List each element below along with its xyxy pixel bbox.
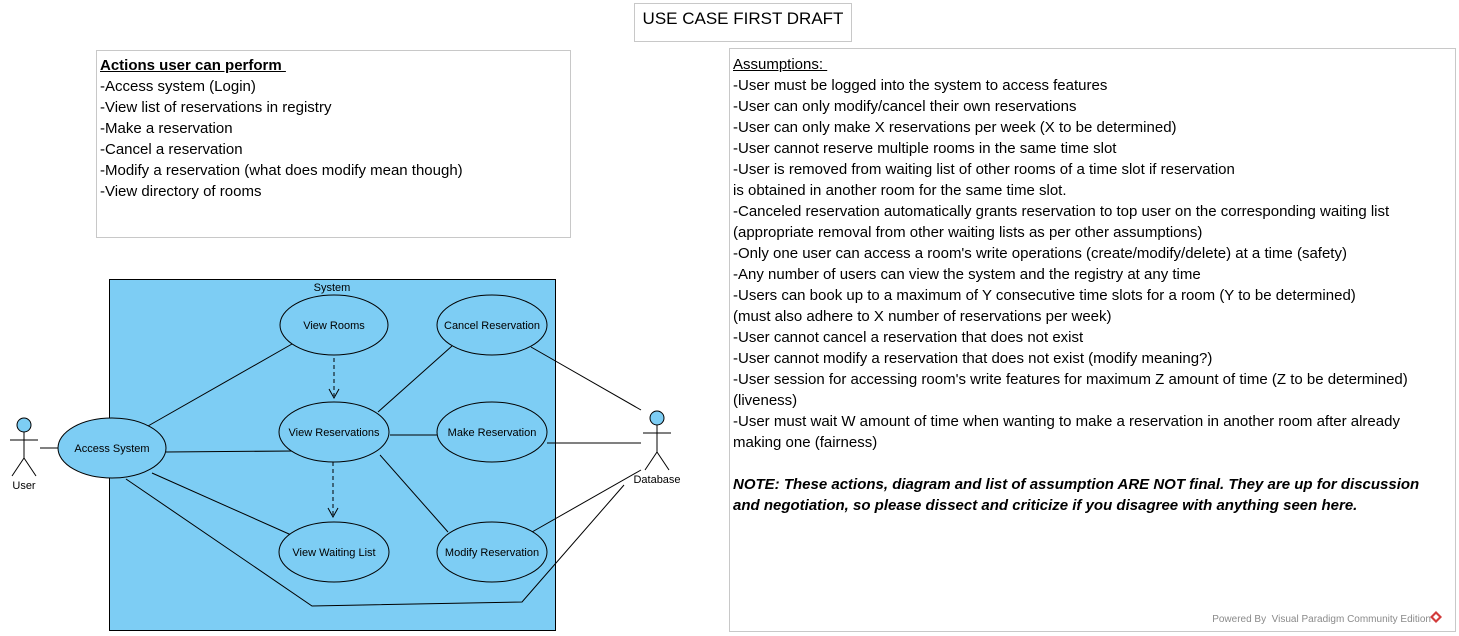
- action-item: -View directory of rooms: [100, 183, 262, 200]
- diagram-title: USE CASE FIRST DRAFT: [634, 3, 852, 42]
- action-item: -Access system (Login): [100, 78, 256, 95]
- assumption-item: -User is removed from waiting list of ot…: [733, 161, 1235, 178]
- actor-database-label: Database: [633, 474, 680, 486]
- assumption-item: -User can only modify/cancel their own r…: [733, 98, 1077, 115]
- svg-text:View Waiting List: View Waiting List: [292, 547, 375, 559]
- actions-header: Actions user can perform: [100, 57, 286, 74]
- assumption-item: -User can only make X reservations per w…: [733, 119, 1177, 136]
- use-case-diagram: System Access System View Rooms View Res…: [10, 279, 681, 631]
- disclaimer-note: NOTE: These actions, diagram and list of…: [733, 476, 1420, 514]
- include-arrows: [327, 358, 340, 519]
- action-item: -Cancel a reservation: [100, 141, 243, 158]
- actor-user-icon: [16, 417, 32, 433]
- assumption-item: -User cannot modify a reservation that d…: [733, 350, 1213, 367]
- assumption-item: -User must wait W amount of time when wa…: [733, 413, 1400, 430]
- usecase-view-rooms[interactable]: View Rooms: [279, 294, 389, 356]
- actor-user[interactable]: [10, 417, 38, 477]
- svg-text:Access System: Access System: [74, 443, 149, 455]
- usecase-cancel-reservation[interactable]: Cancel Reservation: [436, 294, 548, 356]
- assumption-item: -User must be logged into the system to …: [733, 77, 1108, 94]
- assumption-item: (must also adhere to X number of reserva…: [733, 308, 1112, 325]
- actor-database[interactable]: [643, 410, 671, 471]
- usecase-access-system[interactable]: Access System: [57, 417, 167, 479]
- assumption-item: is obtained in another room for the same…: [733, 182, 1067, 199]
- assumption-item: -User cannot reserve multiple rooms in t…: [733, 140, 1117, 157]
- action-item: -Make a reservation: [100, 120, 233, 137]
- assumption-item: (liveness): [733, 392, 798, 409]
- action-item: -View list of reservations in registry: [100, 99, 332, 116]
- assumption-item: -Users can book up to a maximum of Y con…: [733, 287, 1356, 304]
- actions-note: Actions user can perform -Access system …: [96, 50, 571, 238]
- powered-by-label: Powered By Visual Paradigm Community Edi…: [1212, 614, 1431, 625]
- assumption-item: making one (fairness): [733, 434, 878, 451]
- action-item: -Modify a reservation (what does modify …: [100, 162, 463, 179]
- assumption-item: -User session for accessing room's write…: [733, 371, 1408, 388]
- assumption-item: -Canceled reservation automatically gran…: [733, 203, 1390, 220]
- assumption-item: -User cannot cancel a reservation that d…: [733, 329, 1084, 346]
- assumptions-note: Assumptions: -User must be logged into t…: [729, 48, 1456, 632]
- assumptions-header: Assumptions:: [733, 56, 828, 73]
- svg-text:Cancel Reservation: Cancel Reservation: [444, 320, 540, 332]
- visual-paradigm-logo-icon: [1430, 611, 1442, 623]
- svg-text:Make Reservation: Make Reservation: [448, 427, 537, 439]
- associations: [40, 343, 642, 607]
- usecase-make-reservation[interactable]: Make Reservation: [436, 401, 548, 463]
- assumption-item: -Only one user can access a room's write…: [733, 245, 1347, 262]
- svg-text:Modify Reservation: Modify Reservation: [445, 547, 539, 559]
- usecase-view-waiting-list[interactable]: View Waiting List: [278, 521, 390, 583]
- actor-database-icon: [649, 410, 665, 426]
- system-label: System: [314, 282, 351, 294]
- assumption-item: -Any number of users can view the system…: [733, 266, 1201, 283]
- usecase-view-reservations[interactable]: View Reservations: [278, 401, 390, 463]
- usecase-modify-reservation[interactable]: Modify Reservation: [436, 521, 548, 583]
- svg-text:View Rooms: View Rooms: [303, 320, 365, 332]
- actor-user-label: User: [12, 480, 36, 492]
- assumption-item: (appropriate removal from other waiting …: [733, 224, 1203, 241]
- svg-text:View Reservations: View Reservations: [289, 427, 380, 439]
